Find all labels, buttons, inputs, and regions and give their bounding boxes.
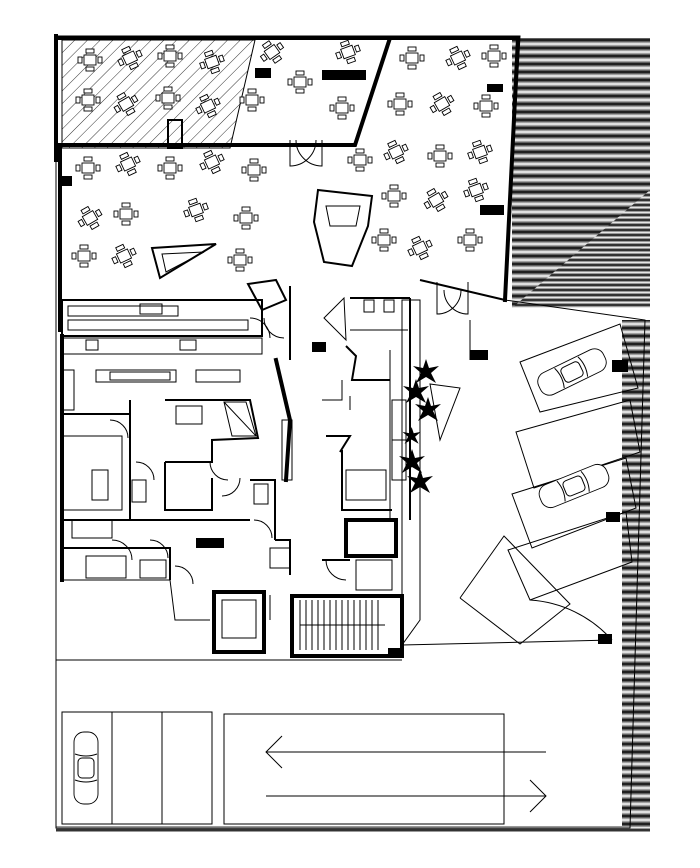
parking-lot-zone [56,659,547,825]
service-rooms-zone [61,286,293,654]
side-double-door [436,282,469,315]
entry-double-door [289,139,323,167]
traffic-arrow-right [266,779,547,813]
terrace-dining-zone [58,36,521,303]
stair-core-zone [290,594,404,658]
angled-parking-zone [401,320,641,646]
kitchen-zone [60,278,288,582]
planter-strip [399,299,461,647]
edge-stripe-band [56,38,650,832]
traffic-arrow-left [265,735,546,769]
restrooms-zone [312,296,411,591]
